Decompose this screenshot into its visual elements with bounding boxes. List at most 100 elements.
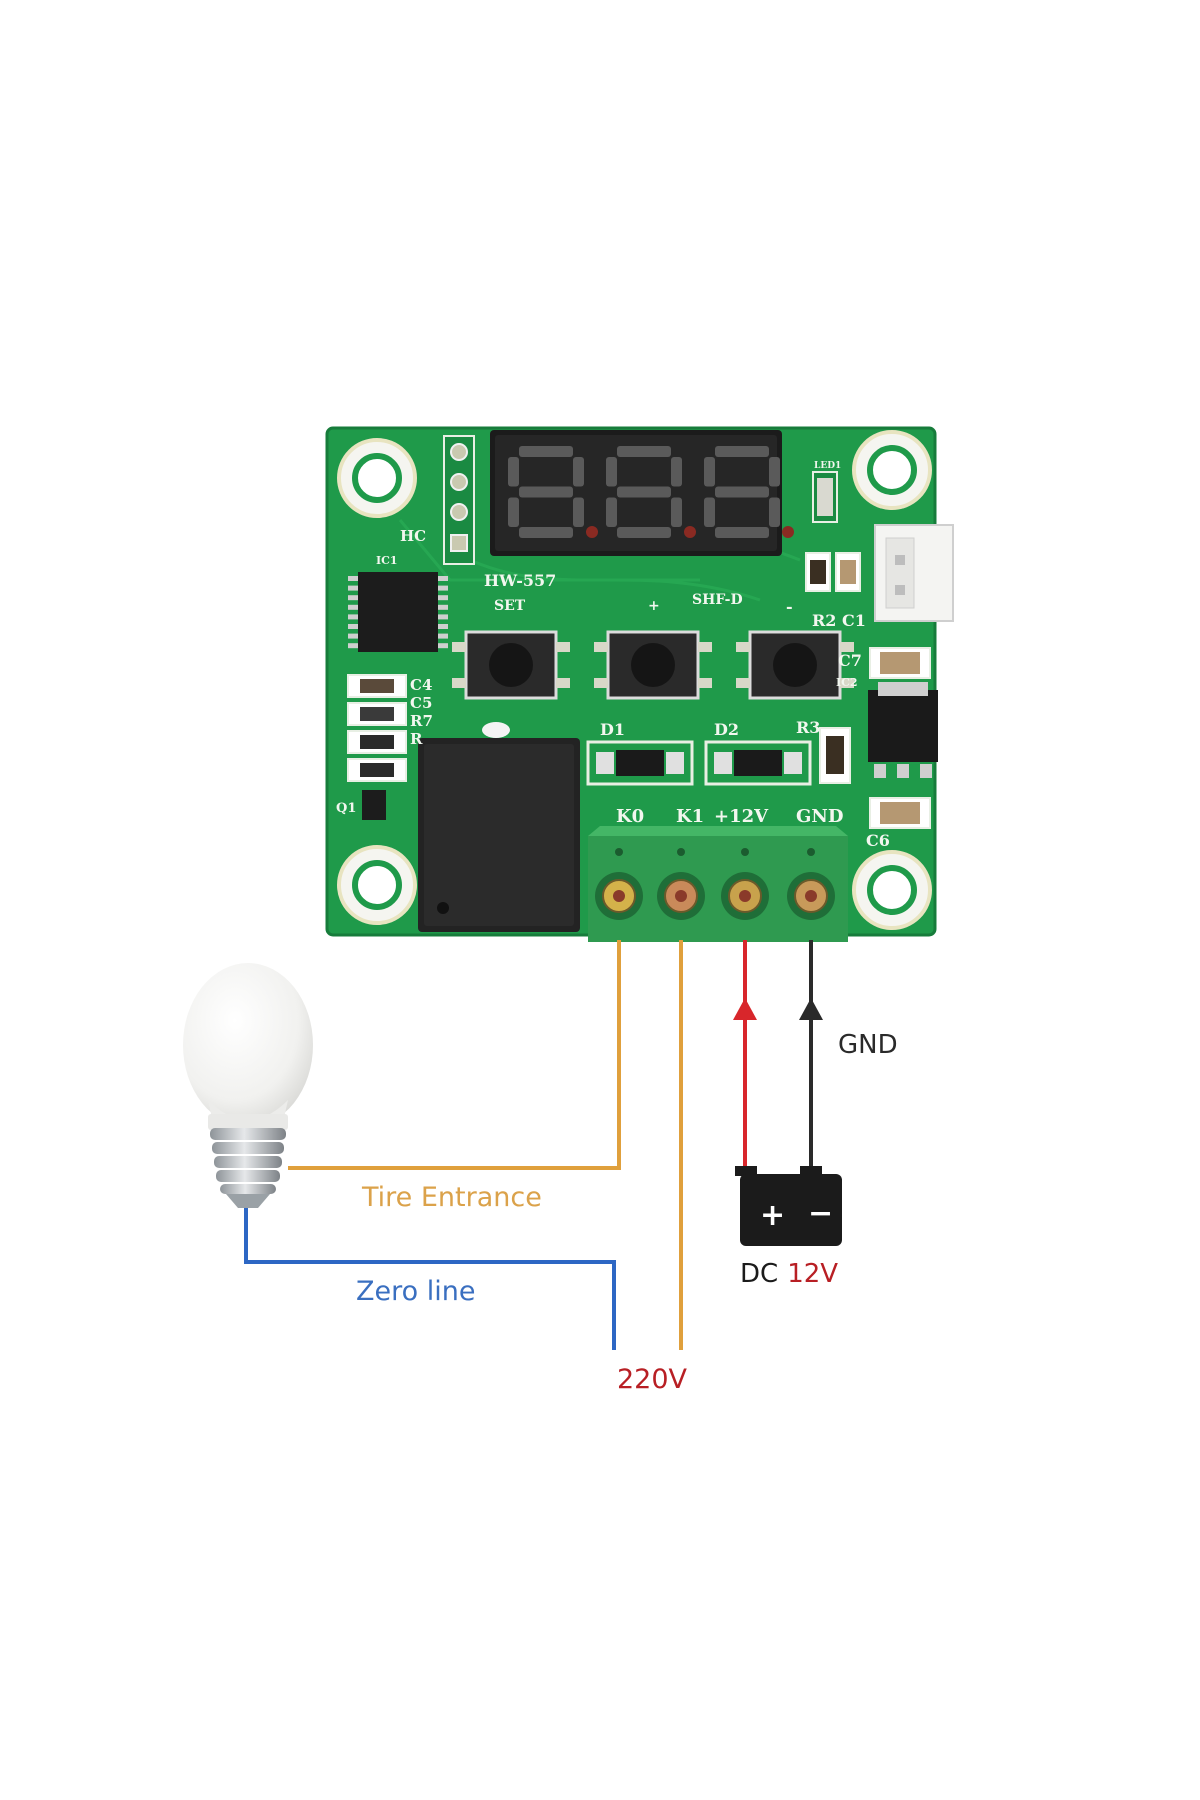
display-segment	[573, 457, 584, 487]
ic1-pin	[348, 585, 358, 591]
ic1-pin	[348, 604, 358, 610]
display-segment	[769, 457, 780, 487]
display-segment	[715, 446, 769, 457]
light-bulb	[183, 963, 313, 1208]
ic1-pin	[348, 633, 358, 639]
display-segment	[715, 527, 769, 538]
silk-q1: Q1	[336, 801, 356, 816]
terminal-label-k0: K0	[616, 806, 644, 827]
led1	[812, 471, 838, 523]
set-button	[452, 630, 570, 700]
display-decimal-point	[586, 526, 598, 538]
silk-led1: LED1	[814, 461, 841, 471]
seven-segment-display	[490, 430, 794, 556]
plus-button	[594, 630, 712, 700]
ic1-pin	[438, 624, 448, 629]
silk-d1: D1	[600, 720, 625, 739]
ic1-pin	[348, 595, 358, 601]
display-segment	[519, 446, 573, 457]
mounting-hole-bottom-left	[337, 845, 417, 925]
dc-label-prefix: DC	[740, 1259, 778, 1289]
terminal-screw-slot	[613, 890, 625, 902]
sensor-connector	[874, 524, 954, 622]
display-segment	[769, 497, 780, 527]
ic1-pin	[438, 585, 448, 591]
terminal-screw-slot	[739, 890, 751, 902]
display-segment	[704, 457, 715, 487]
ic1-pin	[438, 614, 448, 620]
display-decimal-point	[684, 526, 696, 538]
zero-wire	[244, 1200, 616, 1350]
terminal-pin-dot	[677, 848, 685, 856]
ic1-pin	[348, 643, 358, 649]
mounting-hole-bottom-right	[852, 850, 932, 930]
silk-hc: HC	[400, 527, 426, 545]
display-segment	[606, 457, 617, 487]
terminal-pin-dot	[807, 848, 815, 856]
diodes	[586, 727, 851, 786]
dc-label: DC 12V	[740, 1259, 838, 1289]
terminal-pin-dot	[615, 848, 623, 856]
terminal-label-gnd: GND	[796, 806, 843, 827]
ground-arrow	[799, 998, 823, 1020]
wires	[244, 940, 823, 1350]
battery-minus-sign: −	[808, 1196, 833, 1231]
ic1-chip	[348, 572, 448, 652]
smd-right-column	[868, 647, 938, 829]
pin-header	[443, 435, 475, 565]
silk-c5: C5	[410, 694, 432, 712]
silk-r7: R7	[410, 712, 433, 730]
thermostat-board: HC IC1 HW-557 SET + SHF-D - LED1 R2 C1 C…	[325, 426, 954, 942]
smd-r2-c1	[805, 552, 861, 592]
display-segment	[519, 527, 573, 538]
display-segment	[606, 497, 617, 527]
silk-set: SET	[494, 598, 526, 614]
ic1-pin	[348, 614, 358, 620]
display-segment	[617, 486, 671, 498]
silk-r3: R3	[796, 718, 820, 737]
fire-wire	[288, 940, 621, 1170]
silk-c7: C7	[838, 651, 862, 670]
ic1-pin	[438, 643, 448, 649]
ic1-pin	[438, 595, 448, 601]
silk-shf: SHF-D	[692, 592, 743, 608]
dc-label-value: 12V	[787, 1259, 838, 1289]
zero-line-label: Zero line	[356, 1276, 475, 1307]
dc-battery-icon: + −	[735, 1166, 842, 1246]
ic1-pin	[348, 624, 358, 629]
display-segment	[671, 457, 682, 487]
display-segment	[704, 497, 715, 527]
mounting-hole-top-left	[337, 438, 417, 518]
ic1-pin	[438, 576, 448, 581]
display-segment	[508, 497, 519, 527]
terminal-block	[588, 826, 848, 942]
silk-r: R	[410, 730, 423, 748]
display-segment	[573, 497, 584, 527]
silk-c4: C4	[410, 676, 432, 694]
mains-voltage-label: 220V	[617, 1364, 688, 1395]
display-segment	[671, 497, 682, 527]
battery-plus-sign: +	[760, 1198, 785, 1233]
mounting-hole-top-right	[852, 430, 932, 510]
display-segment	[617, 446, 671, 457]
terminal-screw-slot	[675, 890, 687, 902]
silk-ic1: IC1	[376, 554, 398, 567]
ic1-pin	[348, 576, 358, 581]
fire-entrance-label: Tire Entrance	[361, 1182, 542, 1213]
display-digits	[508, 446, 794, 538]
display-segment	[519, 486, 573, 498]
display-segment	[617, 527, 671, 538]
ic1-pin	[438, 604, 448, 610]
display-decimal-point	[782, 526, 794, 538]
silk-minus: -	[786, 597, 793, 616]
gnd-label: GND	[838, 1030, 898, 1060]
silk-c6: C6	[866, 831, 890, 850]
ic1-pin	[438, 633, 448, 639]
smd-left-column	[347, 674, 407, 820]
silk-ic2: IC2	[836, 676, 858, 689]
silk-r2-c1: R2 C1	[812, 611, 866, 630]
terminal-label-k1: K1	[676, 806, 704, 827]
relay	[418, 722, 580, 932]
terminal-pin-dot	[741, 848, 749, 856]
